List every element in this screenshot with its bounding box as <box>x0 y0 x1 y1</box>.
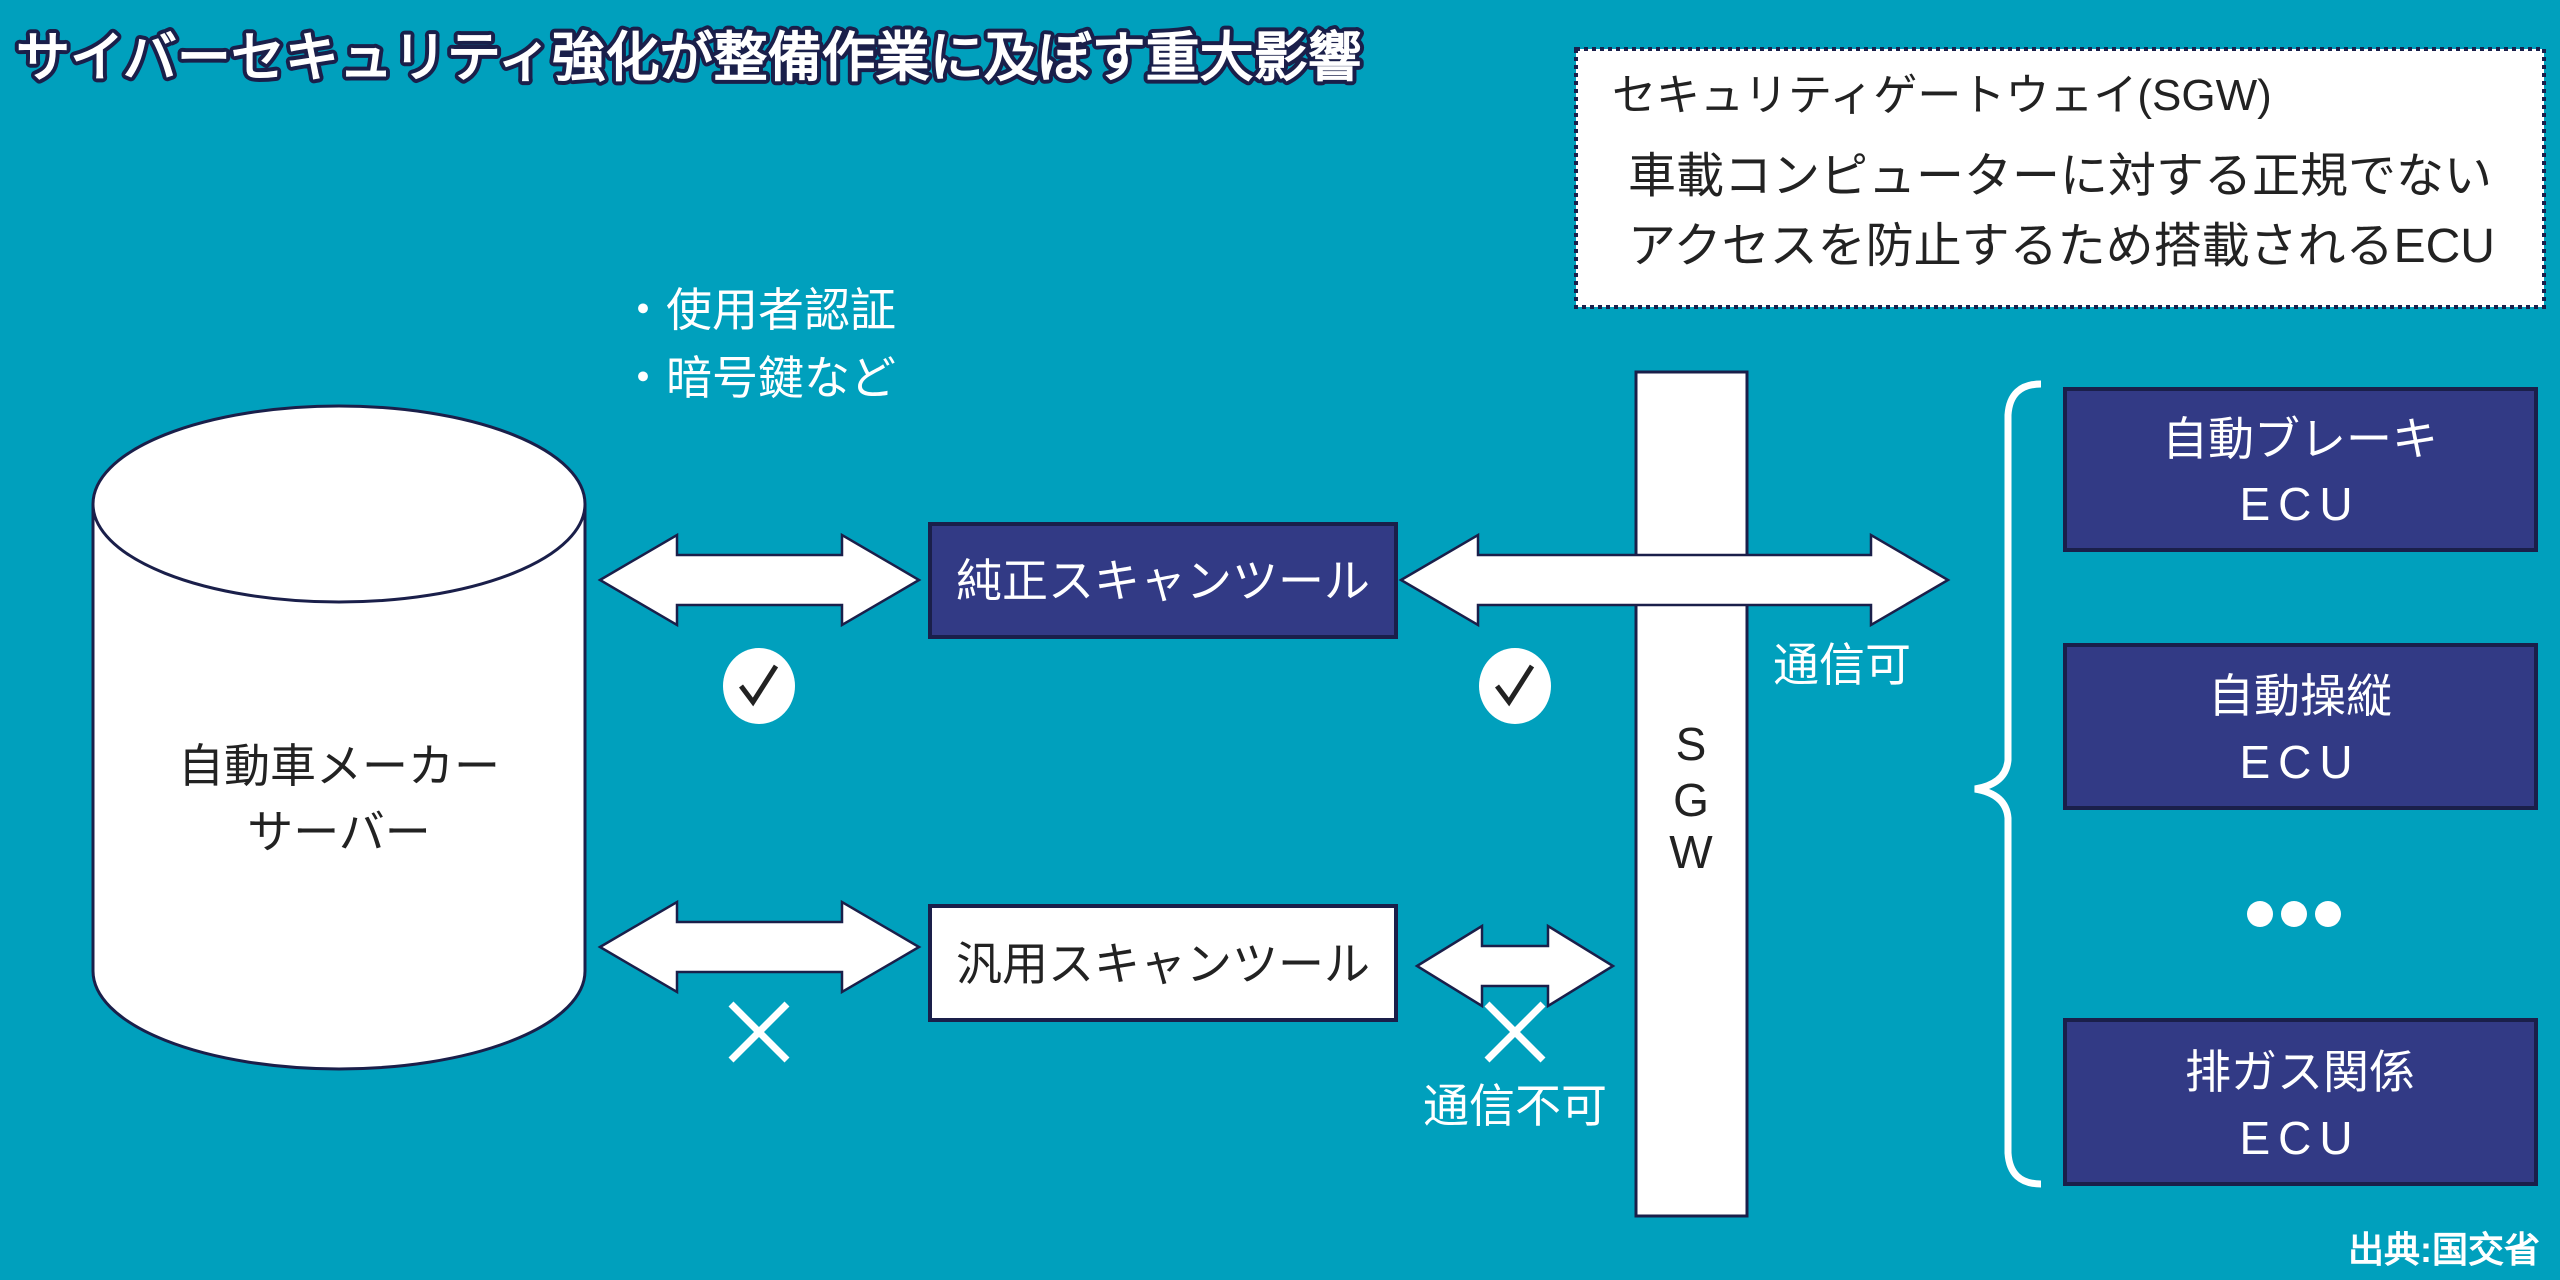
ellipsis-icon <box>2247 901 2341 927</box>
ecu-box-emissions: 排ガス関係 ECU <box>2063 1018 2538 1186</box>
sgw-bar: S G W <box>1634 370 1749 1218</box>
info-line: 車載コンピューターに対する正規でない <box>1628 150 2492 203</box>
ecu-name: 排ガス関係 <box>2185 1046 2415 1098</box>
generic-scan-tool-box: 汎用スキャンツール <box>928 904 1398 1022</box>
generic-tool-label: 汎用スキャンツール <box>956 938 1370 990</box>
sgw-letter: W <box>1669 826 1713 878</box>
cross-icon <box>728 1001 790 1063</box>
cross-icon <box>1484 1001 1546 1063</box>
info-heading: セキュリティゲートウェイ(SGW) <box>1612 71 2272 120</box>
ecu-name: 自動ブレーキ <box>2162 413 2438 465</box>
ecu-type: ECU <box>2239 736 2360 788</box>
double-arrow-genuine-ecu <box>1398 532 1951 628</box>
info-box: セキュリティゲートウェイ(SGW) 車載コンピューターに対する正規でない アクセ… <box>1574 47 2546 309</box>
ecu-name: 自動操縦 <box>2208 670 2392 722</box>
comm-ng-label: 通信不可 <box>1423 1080 1607 1132</box>
double-arrow-generic-sgw <box>1414 923 1616 1009</box>
ecu-type: ECU <box>2239 478 2360 530</box>
comm-ok-label: 通信可 <box>1773 639 1911 691</box>
double-arrow-server-generic <box>597 899 922 995</box>
ecu-box-autopilot: 自動操縦 ECU <box>2063 643 2538 810</box>
brace <box>1974 380 2042 1188</box>
server-label: サーバー <box>247 806 431 858</box>
check-circle-icon <box>723 648 795 724</box>
server-label: 自動車メーカー <box>178 740 500 792</box>
genuine-scan-tool-box: 純正スキャンツール <box>928 522 1398 639</box>
sgw-letter: S <box>1676 718 1707 770</box>
source-credit: 出典:国交省 <box>2348 1229 2540 1270</box>
double-arrow-server-genuine <box>597 532 922 628</box>
auth-note: ・使用者認証 <box>620 284 896 336</box>
server-cylinder: 自動車メーカー サーバー <box>91 404 587 1071</box>
check-circle-icon <box>1479 648 1551 724</box>
page-title: サイバーセキュリティ強化が整備作業に及ぼす重大影響 <box>16 28 1362 88</box>
auth-note: ・暗号鍵など <box>620 352 896 404</box>
info-line: アクセスを防止するため搭載されるECU <box>1628 220 2495 273</box>
ecu-type: ECU <box>2239 1112 2360 1164</box>
sgw-letter: G <box>1673 774 1709 826</box>
genuine-tool-label: 純正スキャンツール <box>956 555 1370 607</box>
ecu-box-brake: 自動ブレーキ ECU <box>2063 387 2538 552</box>
